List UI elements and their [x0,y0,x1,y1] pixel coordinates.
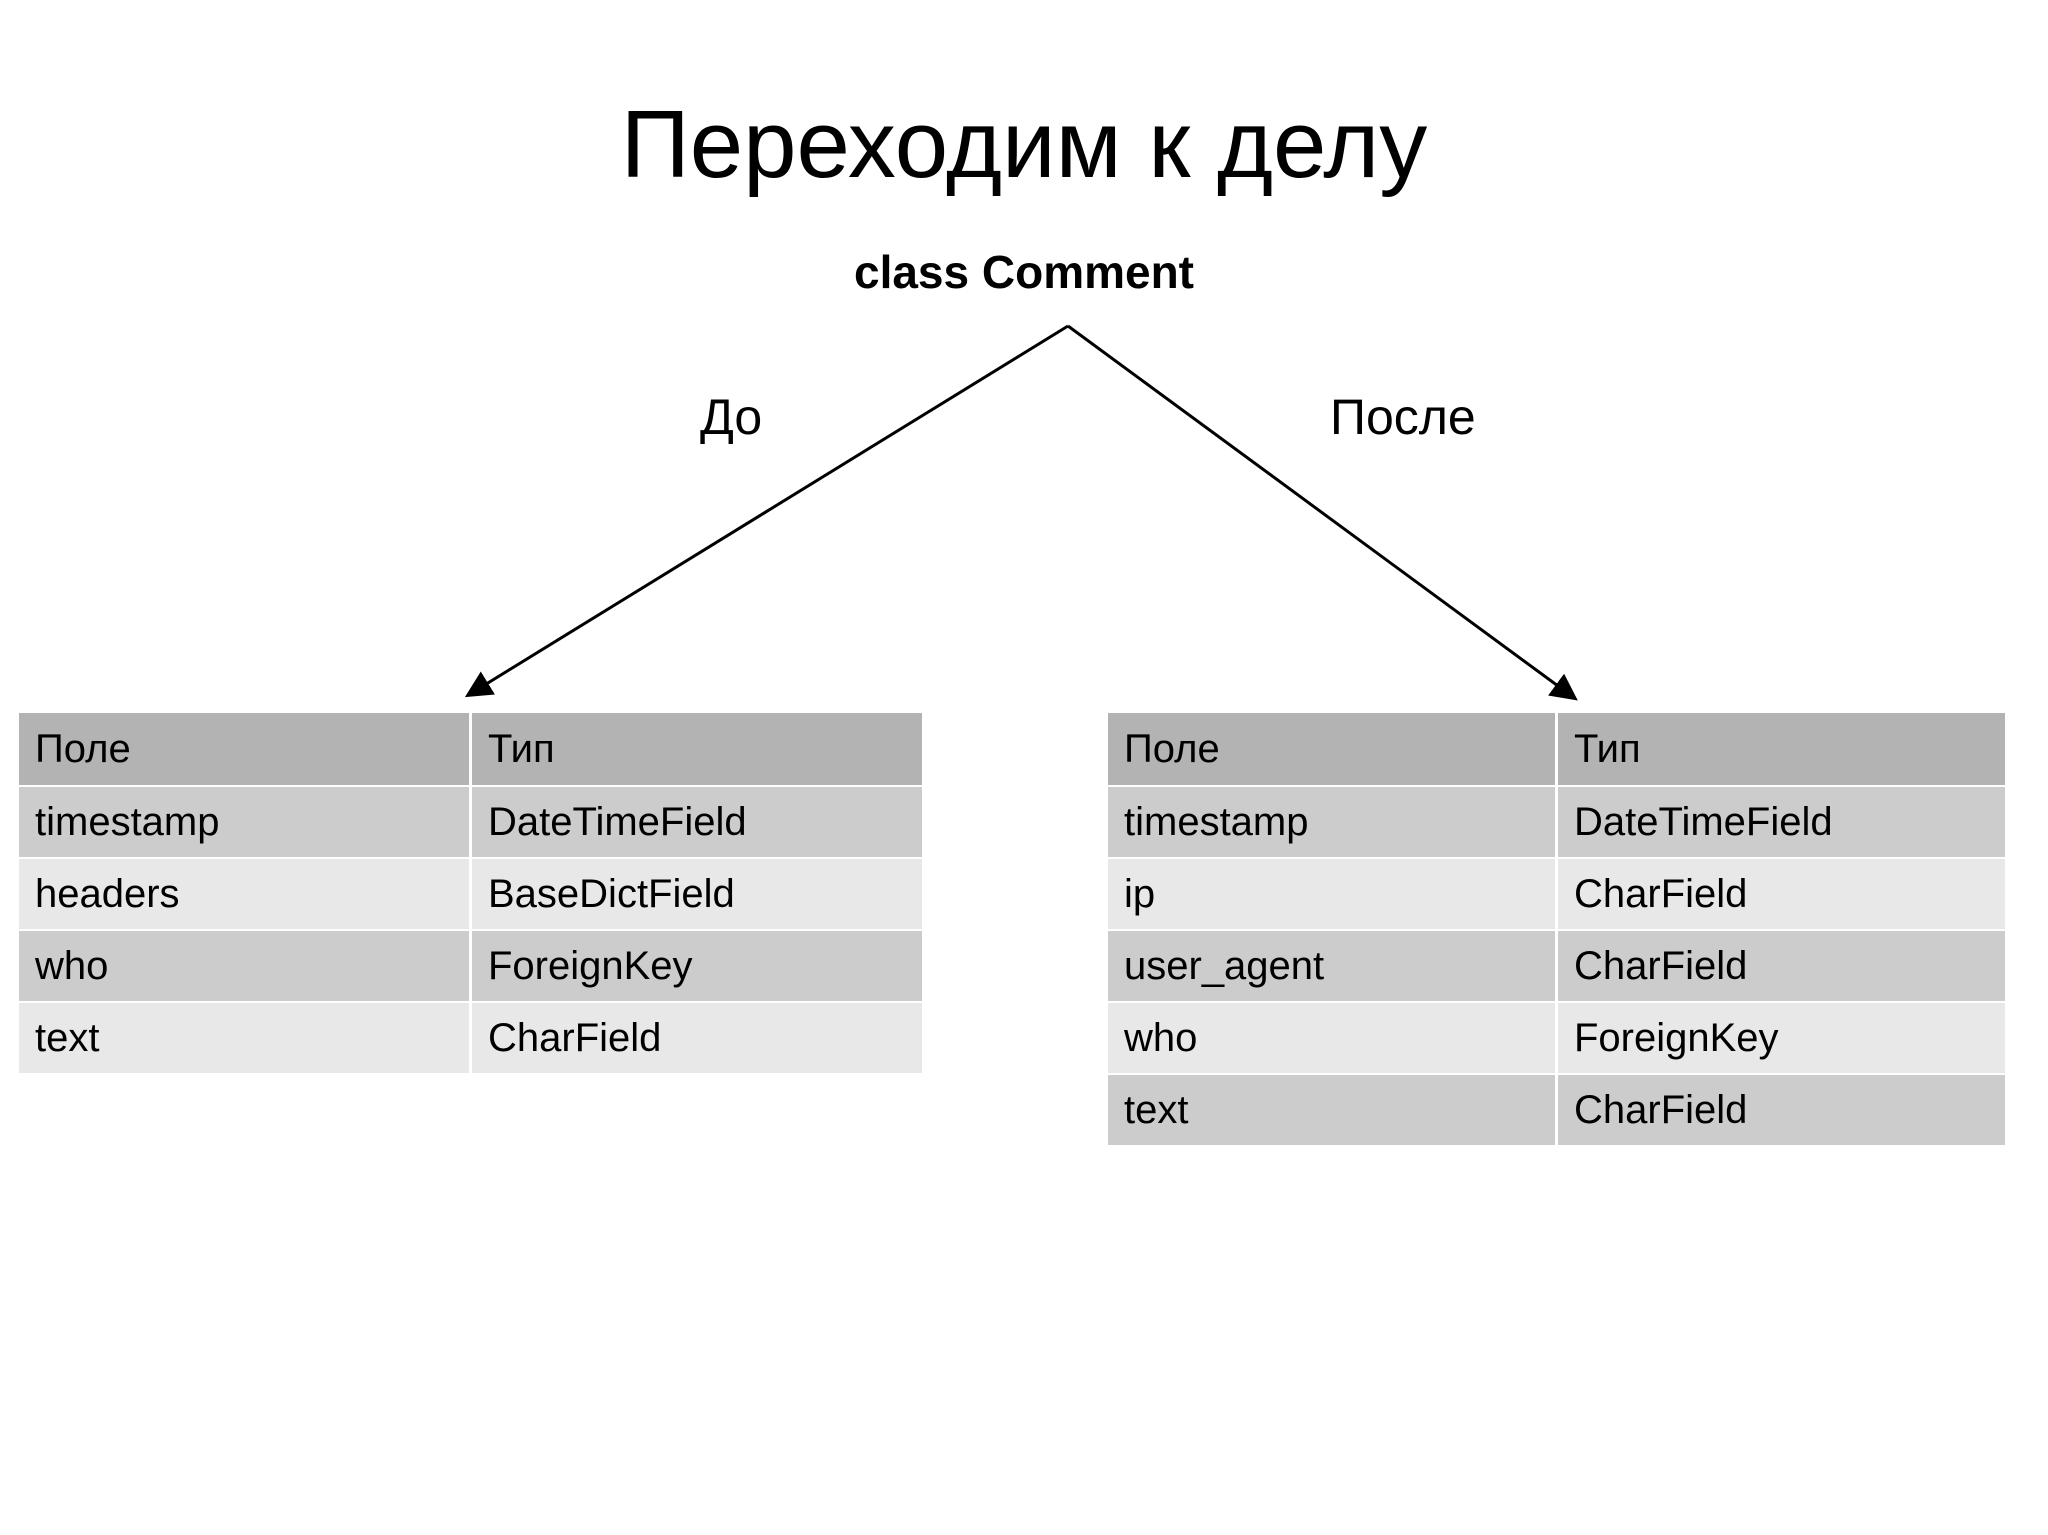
page-subtitle: class Comment [853,246,1194,298]
cell-field-type: ForeignKey [472,929,922,1001]
table-row: timestamp DateTimeField [1108,785,2005,857]
column-header-type: Тип [1558,713,2005,785]
table-row: user_agent CharField [1108,929,2005,1001]
cell-field-name: user_agent [1108,929,1558,1001]
cell-field-type: CharField [1558,929,2005,1001]
column-header-field: Поле [19,713,472,785]
cell-field-type: CharField [1558,857,2005,929]
arrow-to-before-table [464,324,1069,698]
table-row: text CharField [19,1001,922,1073]
cell-field-name: timestamp [1108,785,1558,857]
cell-field-name: timestamp [19,785,472,857]
cell-field-name: headers [19,857,472,929]
table-header-row: Поле Тип [19,713,922,785]
table-row: ip CharField [1108,857,2005,929]
cell-field-type: CharField [1558,1073,2005,1145]
cell-field-name: text [1108,1073,1558,1145]
page-title: Переходим к делу [620,91,1428,198]
cell-field-type: CharField [472,1001,922,1073]
table-row: who ForeignKey [1108,1001,2005,1073]
table-row: timestamp DateTimeField [19,785,922,857]
cell-field-type: DateTimeField [472,785,922,857]
column-header-type: Тип [472,713,922,785]
table-row: who ForeignKey [19,929,922,1001]
cell-field-type: BaseDictField [472,857,922,929]
branch-label-before: До [700,389,763,445]
schema-table-after: Поле Тип timestamp DateTimeField ip Char… [1108,713,2005,1145]
table-row: text CharField [1108,1073,2005,1145]
cell-field-name: text [19,1001,472,1073]
branch-label-after: После [1330,389,1476,445]
cell-field-name: who [1108,1001,1558,1073]
table-row: headers BaseDictField [19,857,922,929]
cell-field-name: ip [1108,857,1558,929]
table-header-row: Поле Тип [1108,713,2005,785]
arrow-to-after-table [1067,324,1578,701]
cell-field-type: DateTimeField [1558,785,2005,857]
schema-table-before: Поле Тип timestamp DateTimeField headers… [19,713,922,1073]
column-header-field: Поле [1108,713,1558,785]
cell-field-type: ForeignKey [1558,1001,2005,1073]
cell-field-name: who [19,929,472,1001]
